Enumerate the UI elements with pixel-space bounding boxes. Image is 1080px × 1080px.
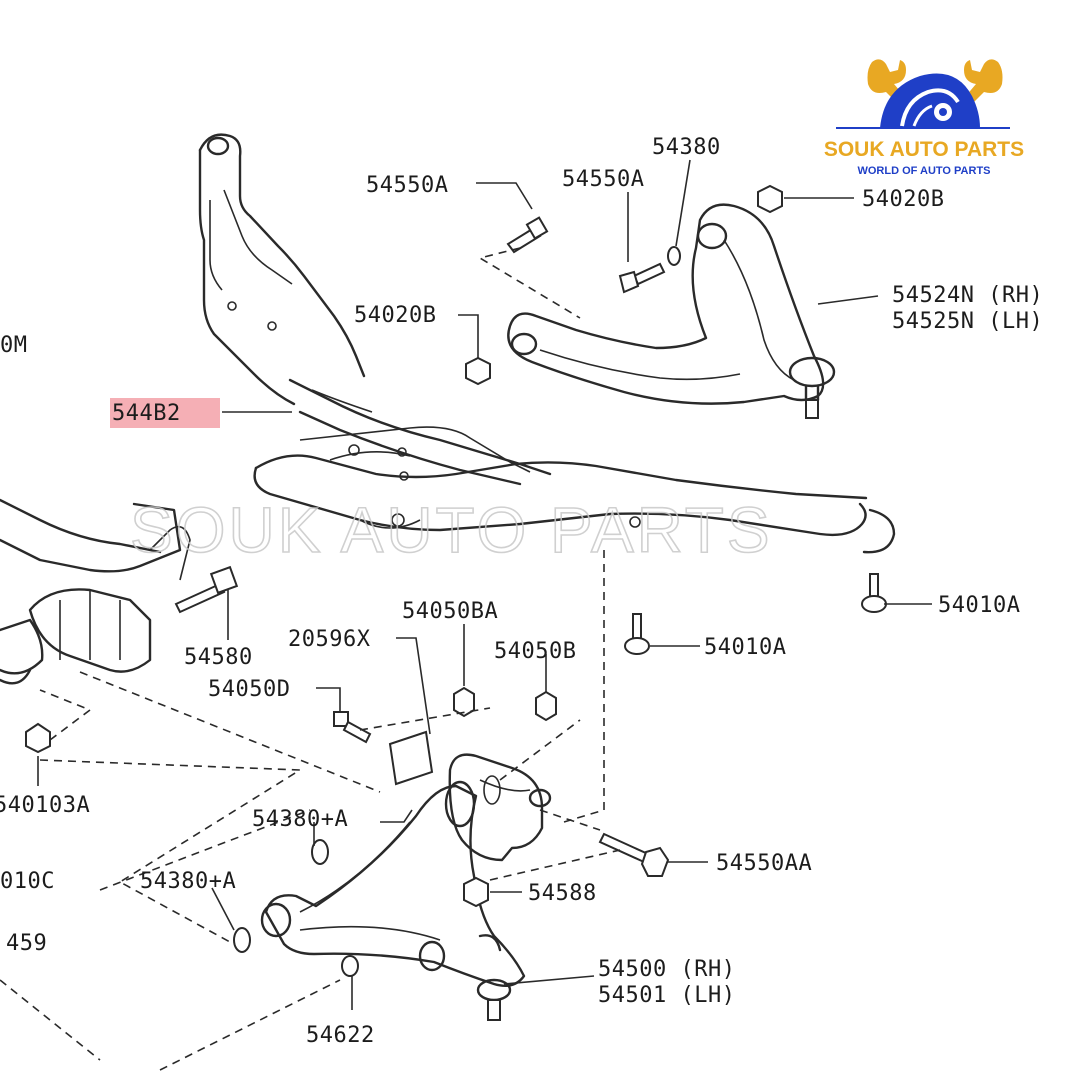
upper-control-arm-drawing bbox=[507, 203, 836, 419]
bolt-54550AA-icon bbox=[598, 832, 670, 877]
label-54050BA[interactable]: 54050BA bbox=[402, 599, 498, 624]
plate-20596X-icon bbox=[388, 730, 434, 786]
washer-54622-icon bbox=[341, 955, 359, 977]
hardware-drawing bbox=[25, 184, 887, 977]
label-54380-top[interactable]: 54380 bbox=[652, 135, 721, 160]
label-54588[interactable]: 54588 bbox=[528, 881, 597, 906]
label-54525N[interactable]: 54525N (LH) bbox=[892, 309, 1043, 334]
watermark: SOUK AUTO PARTS bbox=[130, 494, 773, 566]
label-cut-010C: 010C bbox=[0, 869, 55, 894]
nut-540103A-icon bbox=[25, 722, 51, 754]
washer-54380-icon bbox=[667, 246, 681, 266]
nut-54050B-icon bbox=[535, 690, 557, 722]
nut-54588-icon bbox=[463, 876, 489, 908]
brand-tagline: WORLD OF AUTO PARTS bbox=[857, 165, 990, 177]
label-54550AA[interactable]: 54550AA bbox=[716, 851, 812, 876]
label-540103A[interactable]: 540103A bbox=[0, 793, 90, 818]
label-54020B-right[interactable]: 54020B bbox=[862, 187, 944, 212]
label-54524N[interactable]: 54524N (RH) bbox=[892, 283, 1043, 308]
nut-54020B-left-icon bbox=[465, 356, 491, 386]
bolt-54550A-top-icon bbox=[506, 216, 549, 254]
highlight-544B2 bbox=[110, 398, 220, 428]
car-icon bbox=[880, 73, 980, 128]
label-54380A-lower[interactable]: 54380+A bbox=[140, 869, 236, 894]
label-54010A-right[interactable]: 54010A bbox=[938, 593, 1020, 618]
assembly-lines bbox=[0, 247, 621, 1071]
washer-54380A-lower-icon bbox=[233, 927, 251, 953]
label-54550A-left[interactable]: 54550A bbox=[366, 173, 448, 198]
part-labels: 54550A 54380 54550A 54020B 54020B 54524N… bbox=[0, 135, 1043, 1048]
brand-logo: SOUK AUTO PARTS WORLD OF AUTO PARTS bbox=[824, 59, 1024, 177]
label-544B2[interactable]: 544B2 bbox=[112, 401, 181, 426]
nut-54020B-right-icon bbox=[757, 184, 783, 214]
label-54580[interactable]: 54580 bbox=[184, 645, 253, 670]
label-cut-0M: 0M bbox=[0, 333, 28, 358]
bolt-54010A-right-icon bbox=[861, 573, 887, 613]
label-20596X[interactable]: 20596X bbox=[288, 627, 371, 652]
leader-lines bbox=[37, 159, 932, 1010]
label-54550A-center[interactable]: 54550A bbox=[562, 167, 644, 192]
crossmember-drawing bbox=[198, 133, 896, 554]
bolt-54550A-center-icon bbox=[618, 262, 666, 294]
bolt-54580-icon bbox=[174, 565, 239, 614]
bolt-54010A-center-icon bbox=[624, 613, 650, 655]
label-54380A-upper[interactable]: 54380+A bbox=[252, 807, 348, 832]
label-54500[interactable]: 54500 (RH) bbox=[598, 957, 735, 982]
label-54501[interactable]: 54501 (LH) bbox=[598, 983, 735, 1008]
washer-54380A-upper-icon bbox=[311, 839, 329, 865]
lower-control-arm-drawing bbox=[260, 753, 552, 1021]
side-frame-drawing bbox=[0, 498, 191, 685]
brand-name: SOUK AUTO PARTS bbox=[824, 138, 1024, 161]
label-54050D[interactable]: 54050D bbox=[208, 677, 290, 702]
label-54622[interactable]: 54622 bbox=[306, 1023, 375, 1048]
label-54050B[interactable]: 54050B bbox=[494, 639, 576, 664]
label-54010A-center[interactable]: 54010A bbox=[704, 635, 786, 660]
bolt-54050D-icon bbox=[333, 711, 372, 744]
label-54020B-left[interactable]: 54020B bbox=[354, 303, 436, 328]
label-cut-459: 459 bbox=[6, 931, 47, 956]
